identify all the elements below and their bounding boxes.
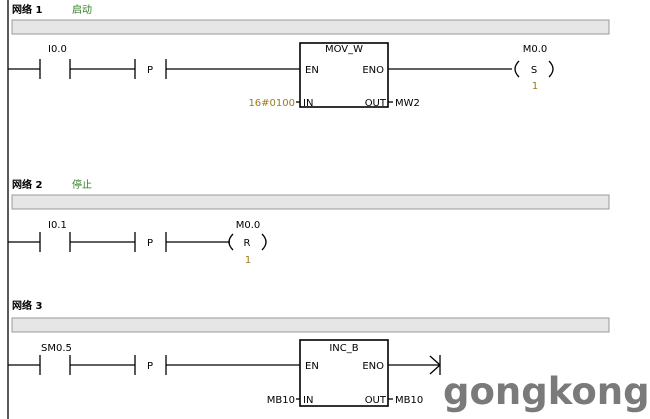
reset-coil[interactable]: M0.0 R 1 <box>228 220 267 266</box>
coil-right-arc <box>261 233 267 251</box>
positive-edge[interactable]: P <box>134 232 167 252</box>
box-title: INC_B <box>329 343 358 354</box>
coil-count: 1 <box>245 255 251 266</box>
out-value[interactable]: MB10 <box>395 395 423 406</box>
edge-label: P <box>147 65 153 76</box>
in-value[interactable]: 16#0100 <box>248 98 295 109</box>
coil-count: 1 <box>532 81 538 92</box>
coil-left-arc <box>228 233 234 251</box>
box-body <box>299 42 389 108</box>
positive-edge[interactable]: P <box>134 355 167 375</box>
coil-type: R <box>244 238 251 249</box>
edge-label: P <box>147 238 153 249</box>
contact-no[interactable]: I0.0 <box>39 44 71 79</box>
positive-edge[interactable]: P <box>134 59 167 79</box>
pin-in: IN <box>303 395 313 406</box>
network-2[interactable]: 网络 2 停止 I0.1 P M0.0 R 1 <box>8 178 610 266</box>
network-comment: 停止 <box>72 178 92 191</box>
network-title: 网络 1 <box>12 3 42 16</box>
edge-label: P <box>147 361 153 372</box>
pin-en: EN <box>305 65 319 76</box>
rung-end-arrow-icon <box>429 355 441 375</box>
box-body <box>299 339 389 407</box>
contact-no[interactable]: I0.1 <box>39 220 71 252</box>
in-value[interactable]: MB10 <box>267 395 295 406</box>
coil-address: M0.0 <box>523 44 548 55</box>
set-coil[interactable]: M0.0 S 1 <box>514 44 554 92</box>
contact-no[interactable]: SM0.5 <box>39 343 72 375</box>
contact-label: I0.0 <box>48 44 67 55</box>
out-value[interactable]: MW2 <box>395 98 420 109</box>
network-comment-bar[interactable] <box>11 317 610 333</box>
coil-right-arc <box>548 60 554 78</box>
pin-eno: ENO <box>362 361 384 372</box>
pin-out: OUT <box>365 395 387 406</box>
network-comment: 启动 <box>72 3 92 16</box>
pin-en: EN <box>305 361 319 372</box>
coil-type: S <box>531 65 537 76</box>
network-comment-bar[interactable] <box>11 194 610 210</box>
network-3[interactable]: 网络 3 SM0.5 P INC_B EN ENO IN OUT MB10 MB… <box>8 299 610 407</box>
inc-b-box[interactable]: INC_B EN ENO IN OUT MB10 MB10 <box>267 339 423 407</box>
contact-label: SM0.5 <box>41 343 72 354</box>
network-1[interactable]: 网络 1 启动 I0.0 P MOV_W EN ENO IN OUT <box>8 3 610 109</box>
watermark: gongkong <box>443 370 650 413</box>
box-title: MOV_W <box>325 44 363 55</box>
contact-label: I0.1 <box>48 220 67 231</box>
network-title: 网络 2 <box>12 178 42 191</box>
network-title: 网络 3 <box>12 299 42 312</box>
pin-eno: ENO <box>362 65 384 76</box>
coil-address: M0.0 <box>236 220 261 231</box>
pin-in: IN <box>303 98 313 109</box>
coil-left-arc <box>514 60 520 78</box>
pin-out: OUT <box>365 98 387 109</box>
mov-w-box[interactable]: MOV_W EN ENO IN OUT 16#0100 MW2 <box>248 42 420 109</box>
network-comment-bar[interactable] <box>11 19 610 35</box>
